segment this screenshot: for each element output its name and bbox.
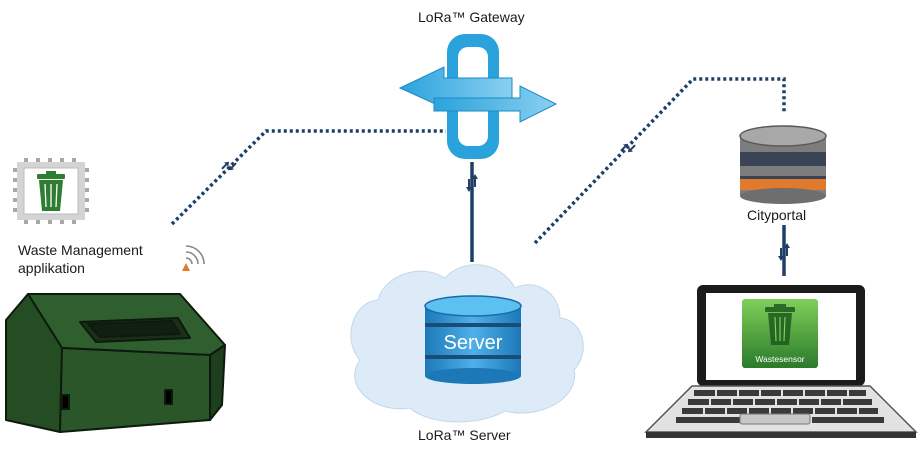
link-gateway-to-waste-app — [170, 129, 446, 226]
cityportal-database-icon — [739, 125, 827, 204]
waste-container-icon — [5, 293, 226, 433]
connection-links — [170, 77, 786, 245]
solid-links — [470, 162, 786, 276]
laptop-trackpad — [739, 413, 811, 425]
lora-gateway-icon — [398, 34, 558, 159]
cityportal-label: Cityportal — [747, 207, 807, 223]
server-title-label: LoRa™ Server — [418, 427, 511, 443]
waste-management-label: Waste Management applikation — [18, 241, 143, 277]
server-db-label: Server — [444, 332, 503, 354]
waste-chip-icon — [13, 158, 89, 224]
waste-management-label-line1: Waste Management — [18, 242, 143, 258]
wastesensor-app-icon: Wastesensor — [742, 299, 818, 368]
laptop-keyboard — [676, 390, 884, 423]
bidirectional-arrow-icon — [221, 143, 790, 261]
trash-bin-icon — [37, 171, 65, 211]
waste-management-label-line2: applikation — [18, 260, 85, 276]
wifi-signal-icon — [182, 245, 205, 271]
server-database-icon — [424, 295, 522, 384]
gateway-label: LoRa™ Gateway — [418, 9, 525, 25]
app-tile-label: Wastesensor — [755, 354, 804, 364]
